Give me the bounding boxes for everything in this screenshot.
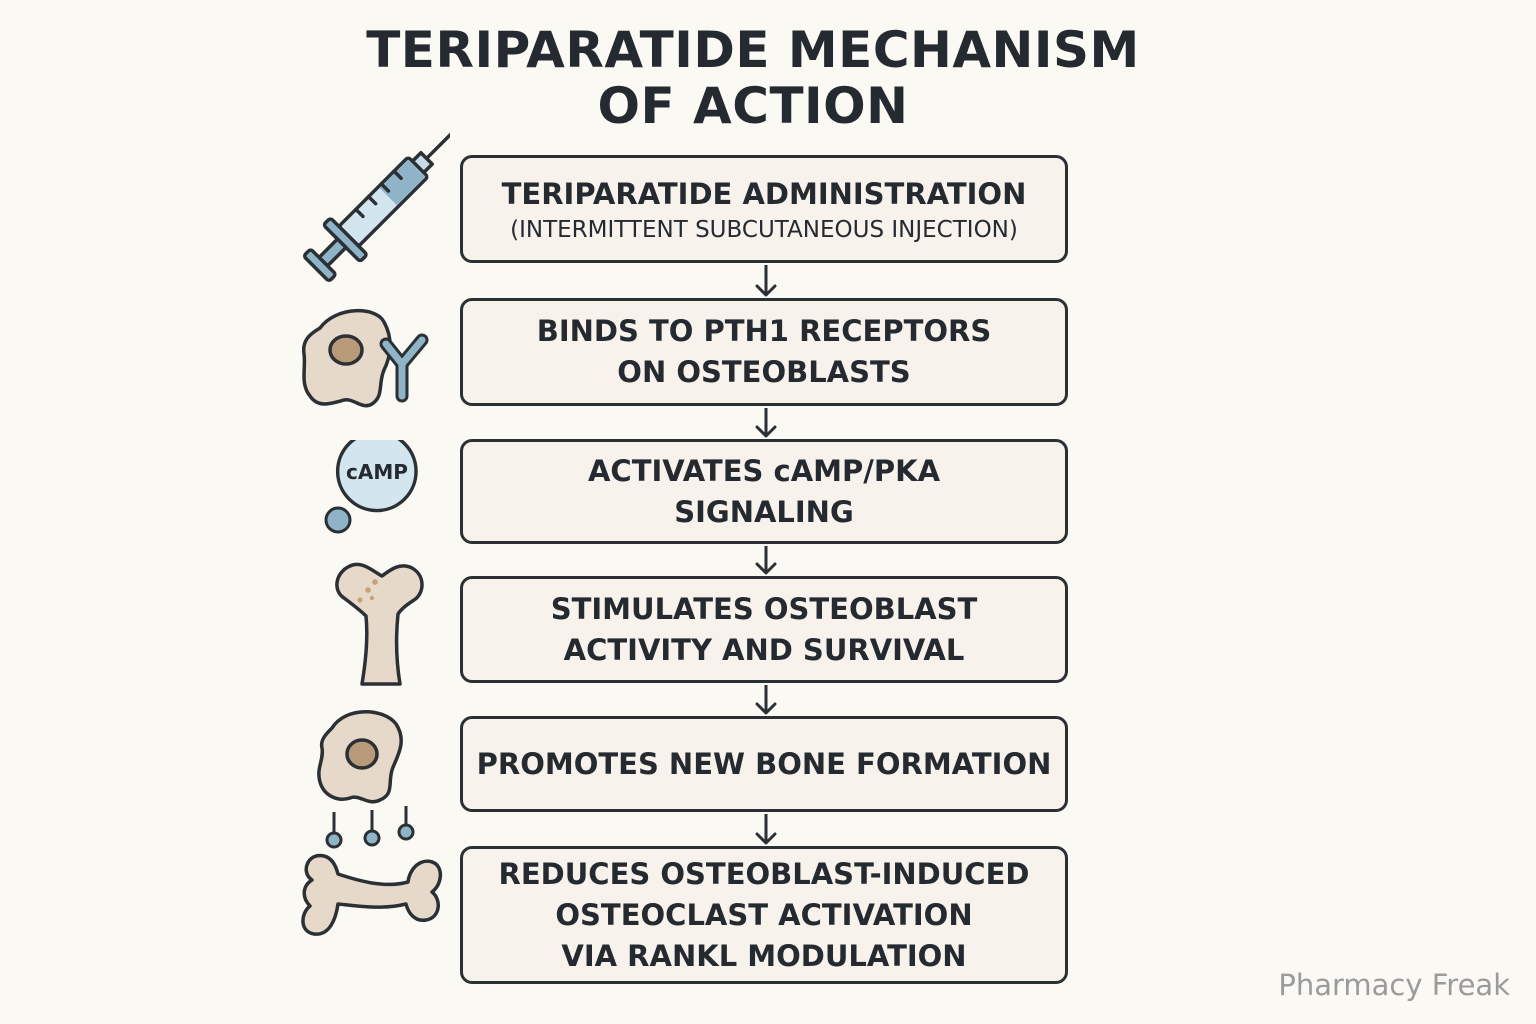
step-2-line-2: ON OSTEOBLASTS (617, 355, 911, 389)
step-promotes-bone-formation: PROMOTES NEW BONE FORMATION (460, 716, 1068, 812)
arrow-down-icon (755, 685, 777, 715)
camp-label: cAMP (346, 460, 408, 484)
step-3-line-1: ACTIVATES cAMP/PKA (587, 453, 941, 488)
watermark: Pharmacy Freak (1278, 968, 1510, 1002)
step-6-line-2: OSTEOCLAST ACTIVATION (555, 897, 973, 932)
step-reduces-osteoclast: REDUCES OSTEOBLAST-INDUCED OSTEOCLAST AC… (460, 846, 1068, 984)
page-title: TERIPARATIDE MECHANISM OF ACTION (0, 22, 1506, 134)
bone-horizontal-icon (301, 853, 443, 936)
step-3-line-2: SIGNALING (674, 494, 854, 529)
title-line-1: TERIPARATIDE MECHANISM (366, 21, 1140, 79)
bone-icon (335, 562, 424, 686)
arrow-down-icon (755, 265, 777, 297)
step-6-line-3: VIA RANKL MODULATION (561, 938, 967, 973)
step-5-line-1: PROMOTES NEW BONE FORMATION (476, 746, 1052, 781)
step-binds-receptors: BINDS TO PTH1 RECEPTORS ON OSTEOBLASTS (460, 298, 1068, 406)
osteoblast-receptor-icon (301, 309, 429, 408)
step-administration: TERIPARATIDE ADMINISTRATION (INTERMITTEN… (460, 155, 1068, 263)
step-1-line-1: TERIPARATIDE ADMINISTRATION (501, 176, 1027, 211)
syringe-icon (303, 126, 450, 282)
title-line-2: OF ACTION (597, 77, 909, 135)
arrow-down-icon (755, 814, 777, 845)
arrow-down-icon (755, 546, 777, 575)
arrow-down-icon (755, 408, 777, 438)
step-4-line-1: STIMULATES OSTEOBLAST (550, 591, 978, 626)
camp-molecule-icon: cAMP (324, 440, 418, 534)
cell-icon (317, 710, 415, 849)
step-2-line-1: BINDS TO PTH1 RECEPTORS (536, 314, 992, 348)
step-6-line-1: REDUCES OSTEOBLAST-INDUCED (498, 856, 1030, 891)
step-stimulates-osteoblast: STIMULATES OSTEOBLAST ACTIVITY AND SURVI… (460, 576, 1068, 683)
step-activates-signaling: ACTIVATES cAMP/PKA SIGNALING (460, 439, 1068, 544)
step-4-line-2: ACTIVITY AND SURVIVAL (563, 632, 965, 667)
step-1-subtitle: (INTERMITTENT SUBCUTANEOUS INJECTION) (510, 216, 1018, 243)
